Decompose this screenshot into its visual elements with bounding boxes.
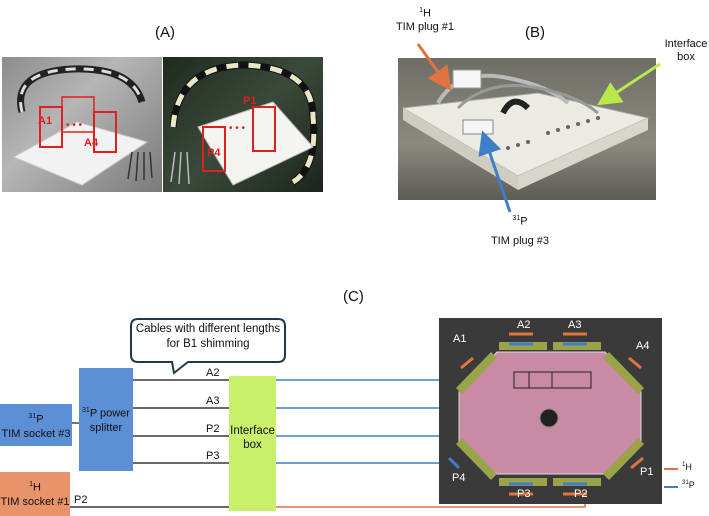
legend-swatch-p [664, 486, 678, 488]
element-p4 [456, 438, 497, 480]
p-socket-text: TIM socket #3 [1, 427, 71, 440]
coil-label-p3: P3 [517, 488, 531, 500]
h-socket-label: 1H TIM socket #1 [0, 478, 70, 509]
coil-label-a4: A4 [636, 340, 650, 352]
p-socket-nuclide: 31P [28, 413, 44, 426]
photo-coil-posterior: P1 P4 • • • [163, 57, 323, 192]
legend-label-h: 1H [682, 462, 692, 472]
element-label-a4: A4 [84, 137, 99, 149]
photo-interface-box-drawing [401, 69, 650, 190]
p-plug-nuclide: 31P [512, 215, 528, 228]
panel-label-b: (B) [525, 24, 545, 41]
element-a2 [499, 342, 547, 350]
p-plug-label: 31P TIM plug #3 [470, 212, 570, 248]
element-p3 [499, 478, 547, 486]
legend-label-p: 31P [682, 480, 695, 490]
coil-array-drawing [447, 332, 644, 496]
h-plug-label: 1H TIM plug #1 [380, 4, 470, 34]
legend-swatch-h [664, 468, 678, 470]
coil-array-panel [439, 318, 662, 504]
element-p2 [553, 478, 601, 486]
element-a4 [603, 352, 644, 394]
h-socket-nuclide: 1H [29, 481, 41, 494]
cable-label-h-p2: P2 [74, 494, 88, 506]
h-plug-nuclide: 1H [419, 7, 431, 20]
coil-label-p1: P1 [640, 466, 654, 478]
panel-label-c: (C) [343, 288, 364, 305]
element-p1 [603, 438, 644, 480]
power-splitter-box [79, 368, 133, 471]
photo-coil-anterior: A1 A4 • • • [2, 57, 162, 192]
element-a1 [456, 352, 497, 394]
element-dots-a: • • • [66, 120, 83, 131]
p-socket-label: 31P TIM socket #3 [0, 410, 72, 441]
panel-label-a: (A) [155, 24, 175, 41]
element-label-a1: A1 [38, 115, 53, 127]
element-a3 [553, 342, 601, 350]
h-socket-box [0, 472, 70, 516]
p-plug-text: TIM plug #3 [490, 234, 550, 247]
coil-label-a1: A1 [453, 333, 467, 345]
cable-label-a2: A2 [206, 367, 220, 379]
cable-label-p2: P2 [206, 423, 220, 435]
coil-label-a3: A3 [568, 319, 582, 331]
legend: 1H 31P [664, 462, 709, 502]
arrow-h-plug [416, 43, 452, 91]
interface-box-photo-label: Interface box [664, 38, 708, 63]
arrow-interface-box [596, 62, 661, 106]
coil-label-a2: A2 [517, 319, 531, 331]
interface-box-label: Interface box [230, 425, 275, 451]
element-dots-p: • • • [229, 123, 246, 134]
coil-label-p2: P2 [574, 488, 588, 500]
interface-box [229, 376, 276, 511]
cable-label-a3: A3 [206, 395, 220, 407]
element-label-p1: P1 [243, 95, 257, 107]
element-label-p4: P4 [207, 147, 221, 159]
callout-bubble [130, 318, 286, 375]
power-splitter-label: 31P power splitter [82, 407, 130, 434]
h-socket-text: TIM socket #1 [0, 495, 70, 508]
coil-label-p4: P4 [452, 472, 466, 484]
photo-coil-anterior-drawing [12, 65, 153, 186]
photo-coil-posterior-drawing [169, 61, 318, 186]
cable-label-p3: P3 [206, 450, 220, 462]
callout-text: Cables with different lengths for B1 shi… [135, 323, 281, 350]
h-plug-text: TIM plug #1 [395, 20, 455, 33]
arrow-p-plug [478, 130, 512, 213]
p-socket-box [0, 404, 72, 446]
